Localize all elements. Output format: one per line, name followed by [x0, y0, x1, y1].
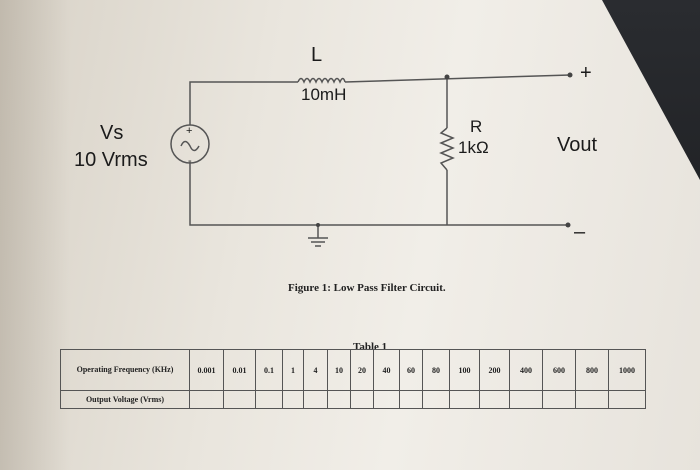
empty-cell	[509, 390, 543, 409]
wire-bottom	[189, 162, 568, 226]
source-plus: +	[186, 125, 193, 137]
empty-cell	[608, 390, 646, 409]
table-cell: 600	[542, 349, 576, 391]
empty-cell	[223, 390, 256, 409]
empty-cell	[479, 390, 510, 409]
wire-top-right	[344, 74, 571, 83]
table-title: Table 1	[353, 341, 388, 353]
output-label: Vout	[557, 134, 598, 156]
table-cell: 40	[373, 349, 400, 391]
table-cell: 0.1	[255, 349, 283, 391]
table-cell: 0.001	[189, 349, 224, 391]
ground-symbol	[308, 237, 328, 247]
inductor-name: L	[311, 44, 323, 66]
table-cell: 800	[575, 349, 609, 391]
resistor-symbol	[439, 127, 455, 171]
table-row: Operating Frequency (KHz) 0.001 0.01 0.1…	[60, 349, 646, 391]
figure-caption: Figure 1: Low Pass Filter Circuit.	[288, 282, 446, 294]
table-cell: 1	[282, 349, 304, 391]
empty-cell	[327, 390, 351, 409]
empty-cell	[189, 390, 224, 409]
frequency-table: Operating Frequency (KHz) 0.001 0.01 0.1…	[60, 349, 646, 409]
empty-cell	[542, 390, 576, 409]
node-dot	[444, 74, 450, 80]
output-minus-label: –	[574, 221, 586, 243]
table-cell: 60	[399, 349, 423, 391]
frequency-row-header: Operating Frequency (KHz)	[60, 349, 190, 391]
empty-cell	[255, 390, 283, 409]
paper-shadow	[0, 0, 70, 470]
table-cell: 0.01	[223, 349, 256, 391]
resistor-name: R	[470, 117, 483, 136]
table-cell: 100	[449, 349, 480, 391]
table-cell: 200	[479, 349, 510, 391]
empty-cell	[575, 390, 609, 409]
ac-source-symbol	[170, 124, 210, 164]
source-name: Vs	[100, 122, 124, 144]
table-cell: 10	[327, 349, 351, 391]
output-terminal-minus	[565, 222, 571, 228]
empty-cell	[350, 390, 374, 409]
inductor-value: 10mH	[301, 85, 347, 104]
empty-cell	[399, 390, 423, 409]
node-dot	[316, 223, 320, 227]
table-row: Output Voltage (Vrms)	[60, 390, 646, 409]
table-cell: 4	[303, 349, 328, 391]
resistor-value: 1kΩ	[458, 138, 489, 157]
empty-cell	[422, 390, 450, 409]
table-cell: 80	[422, 349, 450, 391]
voltage-row-header: Output Voltage (Vrms)	[60, 390, 190, 409]
output-plus-label: +	[580, 62, 592, 84]
wire-top-left	[189, 81, 298, 125]
table-cell: 20	[350, 349, 374, 391]
empty-cell	[282, 390, 304, 409]
empty-cell	[449, 390, 480, 409]
source-minus: -	[188, 155, 192, 167]
source-value: 10 Vrms	[74, 149, 148, 171]
output-terminal-plus	[567, 72, 573, 78]
sine-symbol	[180, 140, 200, 152]
table-cell: 1000	[608, 349, 646, 391]
empty-cell	[373, 390, 400, 409]
table-cell: 400	[509, 349, 543, 391]
inductor-symbol	[297, 77, 346, 84]
empty-cell	[303, 390, 328, 409]
